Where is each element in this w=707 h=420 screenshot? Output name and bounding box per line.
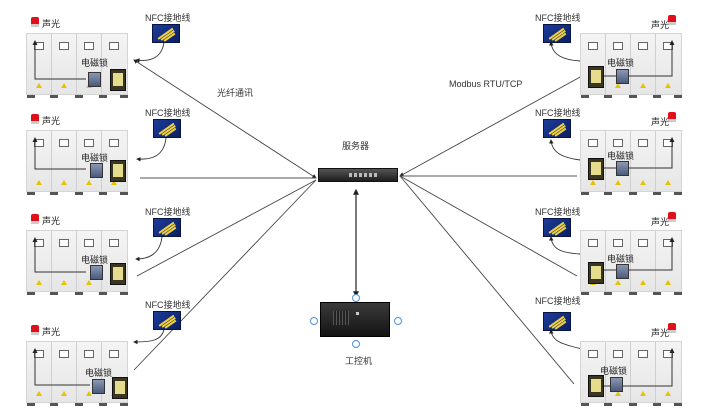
electromagnetic-lock-icon [610, 377, 623, 392]
alarm-light-icon [31, 214, 39, 224]
link-server-right-4 [399, 175, 575, 385]
cabinet-left-1[interactable]: 声光 电磁锁 [26, 17, 128, 98]
alarm-wire [600, 348, 675, 387]
nfc-ground-wire-icon [543, 119, 571, 138]
alarm-light-icon [668, 112, 676, 122]
control-panel-icon [588, 262, 604, 284]
link-server-left-3 [136, 179, 317, 277]
link-server-right-3 [399, 175, 578, 277]
electromagnetic-lock-icon [616, 161, 629, 176]
nfc-label-left-2: NFC接地线 [145, 108, 191, 118]
cabinet-body [580, 130, 682, 195]
nfc-ground-wire-icon [153, 218, 181, 237]
alarm-wire [32, 137, 86, 170]
nfc-label-right-2: NFC接地线 [535, 108, 581, 118]
lock-label: 电磁锁 [81, 255, 109, 265]
lock-label: 电磁锁 [607, 254, 635, 264]
nfc-ground-wire-icon [543, 218, 571, 237]
nfc-ground-wire-icon [153, 119, 181, 138]
nfc-lead-left-3 [135, 236, 163, 262]
nfc-lead-right-2 [549, 139, 581, 161]
nfc-ground-wire-icon [152, 24, 180, 43]
lock-label: 电磁锁 [600, 366, 628, 376]
cabinet-right-4[interactable]: 声光 电磁锁 [580, 323, 682, 406]
nfc-lead-right-1 [549, 41, 581, 62]
electromagnetic-lock-icon [616, 264, 629, 279]
alarm-light-icon [668, 323, 676, 333]
nfc-ground-wire-icon [543, 312, 571, 331]
lock-label: 电磁锁 [85, 368, 113, 378]
cabinet-right-2[interactable]: 声光 电磁锁 [580, 112, 682, 195]
alarm-wire [32, 237, 86, 273]
cabinet-body [580, 341, 682, 406]
control-panel-icon [110, 263, 126, 285]
control-panel-icon [588, 375, 604, 397]
lock-label: 电磁锁 [607, 151, 635, 161]
control-panel-icon [588, 66, 604, 88]
control-panel-icon [110, 69, 126, 91]
control-panel-icon [112, 377, 128, 399]
control-panel-icon [588, 158, 604, 180]
alarm-light-icon [668, 212, 676, 222]
lock-label: 电磁锁 [607, 58, 635, 68]
nfc-label-left-4: NFC接地线 [145, 300, 191, 310]
nfc-ground-wire-icon [543, 24, 571, 43]
alarm-light-icon [31, 17, 39, 27]
link-server-left-1 [133, 59, 317, 179]
server-label: 服务器 [342, 141, 370, 151]
nfc-lead-left-2 [136, 137, 167, 162]
nfc-label-left-1: NFC接地线 [145, 13, 191, 23]
alarm-label: 声光 [42, 216, 61, 226]
alarm-light-icon [31, 325, 39, 335]
nfc-label-right-1: NFC接地线 [535, 13, 581, 23]
lock-label: 电磁锁 [81, 153, 109, 163]
lock-label: 电磁锁 [81, 58, 109, 68]
nfc-label-right-4: NFC接地线 [535, 296, 581, 306]
alarm-label: 声光 [651, 217, 670, 227]
electromagnetic-lock-icon [92, 379, 105, 394]
cabinet-left-4[interactable]: 声光 电磁锁 [26, 325, 128, 406]
industrial-pc-icon[interactable] [320, 302, 390, 337]
alarm-label: 声光 [42, 116, 61, 126]
connection-handle-bottom[interactable] [352, 340, 360, 348]
ipc-label: 工控机 [345, 356, 373, 366]
alarm-label: 声光 [42, 327, 61, 337]
link-server-right-1 [399, 75, 583, 177]
cabinet-body [26, 33, 128, 98]
cabinet-body [26, 341, 128, 406]
connection-handle-right[interactable] [394, 317, 402, 325]
electromagnetic-lock-icon [90, 163, 103, 178]
connection-handle-top[interactable] [352, 294, 360, 302]
alarm-label: 声光 [42, 19, 61, 29]
alarm-light-icon [668, 15, 676, 25]
nfc-lead-right-3 [549, 236, 581, 255]
nfc-label-left-3: NFC接地线 [145, 207, 191, 217]
cabinet-right-1[interactable]: 声光 电磁锁 [580, 15, 682, 98]
alarm-label: 声光 [651, 328, 670, 338]
rack-server-icon[interactable] [318, 168, 398, 182]
alarm-light-icon [31, 114, 39, 124]
cabinet-left-2[interactable]: 声光 电磁锁 [26, 114, 128, 195]
cabinet-body [580, 33, 682, 98]
electromagnetic-lock-icon [616, 69, 629, 84]
connection-handle-left[interactable] [310, 317, 318, 325]
modbus-label: Modbus RTU/TCP [449, 79, 523, 89]
cabinet-left-3[interactable]: 声光 电磁锁 [26, 214, 128, 295]
nfc-lead-left-1 [135, 41, 165, 63]
electromagnetic-lock-icon [90, 265, 103, 280]
control-panel-icon [110, 160, 126, 182]
cabinet-right-3[interactable]: 声光 电磁锁 [580, 212, 682, 295]
nfc-ground-wire-icon [153, 311, 181, 330]
electromagnetic-lock-icon [88, 72, 101, 87]
alarm-label: 声光 [651, 20, 670, 30]
alarm-label: 声光 [651, 117, 670, 127]
fiber-comm-label: 光纤通讯 [217, 88, 254, 98]
nfc-label-right-3: NFC接地线 [535, 207, 581, 217]
alarm-wire [32, 40, 86, 80]
link-server-left-4 [133, 179, 317, 371]
nfc-lead-left-4 [133, 328, 165, 345]
alarm-wire [32, 348, 90, 386]
